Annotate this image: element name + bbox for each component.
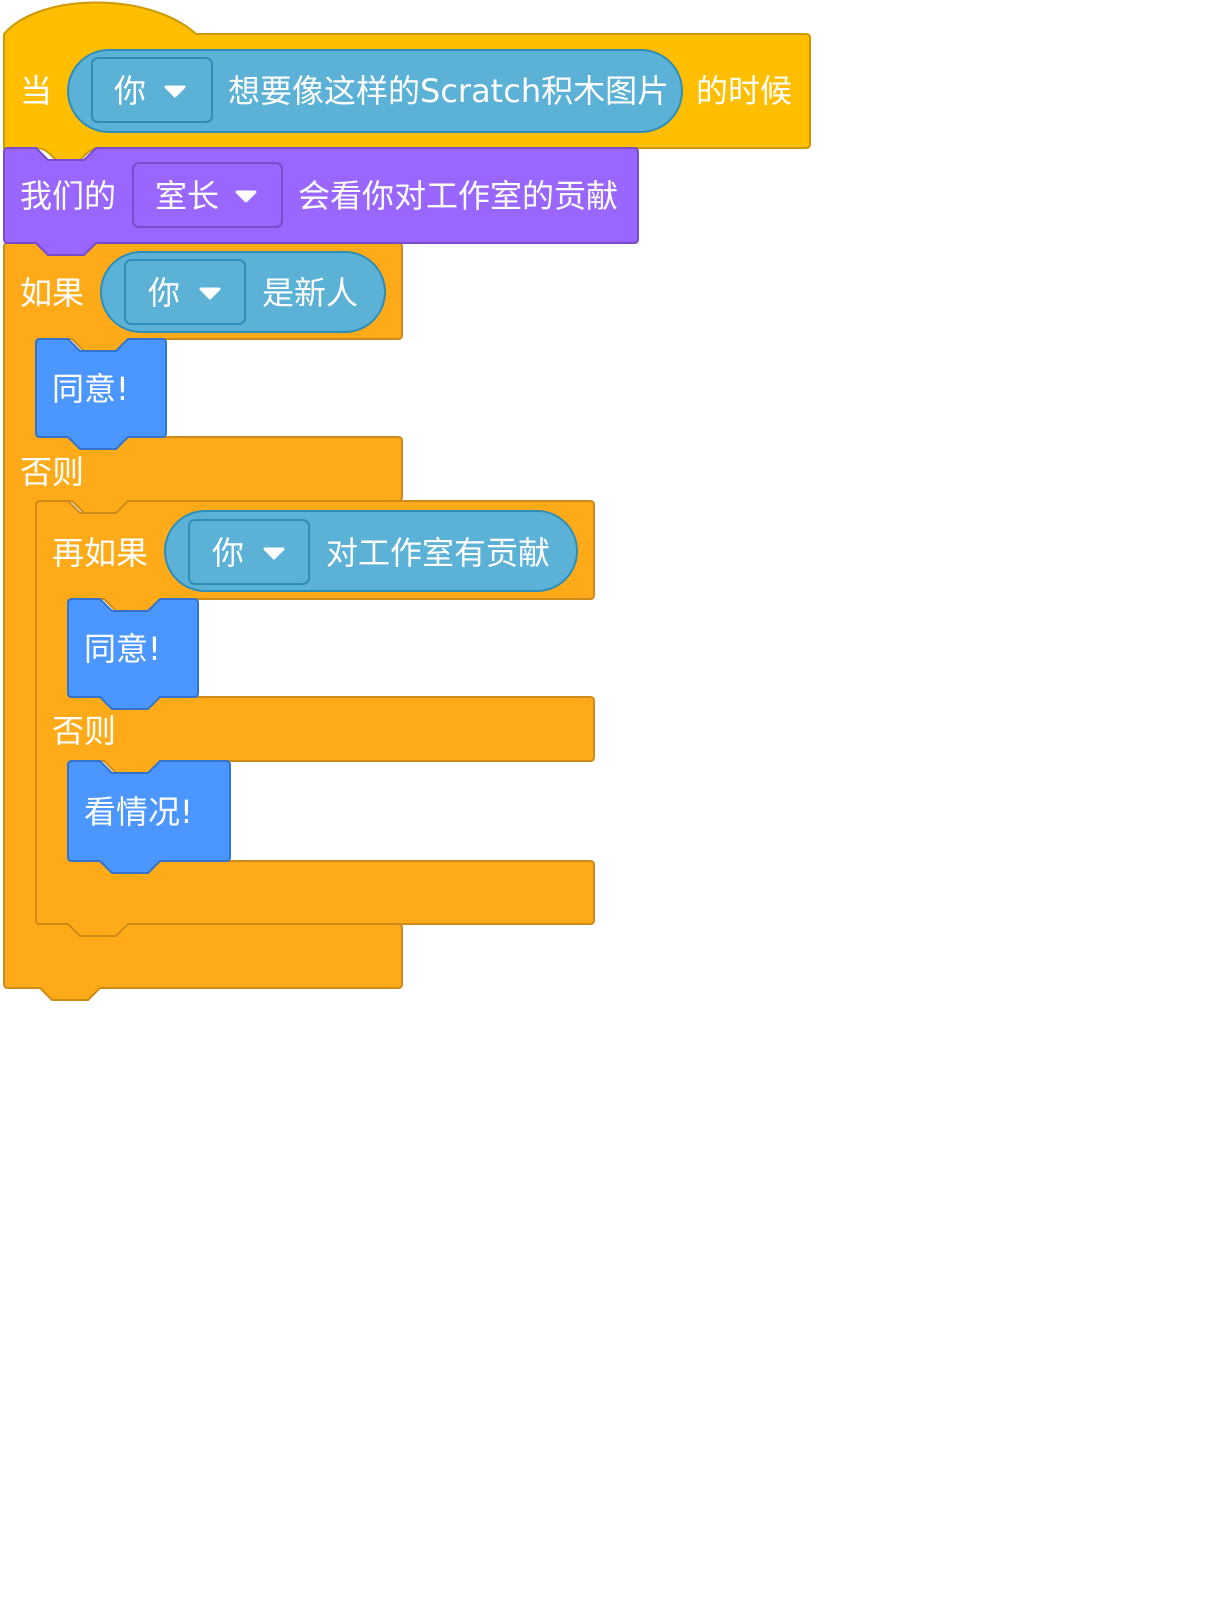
inner-condition-dropdown-value: 你 [212,534,244,572]
outer-then-label: 同意! [52,370,129,408]
outer-then-shape [35,338,167,450]
looks-dropdown-value: 室长 [155,177,219,215]
inner-then-label: 同意! [84,630,161,668]
hat-prefix: 当 [20,72,52,110]
inner-else-label-text: 看情况! [84,793,193,831]
hat-reporter[interactable]: 你 想要像这样的Scratch积木图片 [67,49,683,133]
inner-condition-dropdown-shape [188,519,310,585]
inner-condition-dropdown[interactable]: 你 [188,519,310,585]
hat-dropdown[interactable]: 你 [91,57,213,123]
inner-if-else-block[interactable]: 再如果 你 对工作室有贡献 否则 [35,500,595,937]
hat-block[interactable]: 当 你 想要像这样的Scratch积木图片 的时候 [3,1,811,163]
looks-prefix: 我们的 [20,177,116,215]
outer-then-block[interactable]: 同意! [35,338,167,450]
hat-reporter-shape [67,49,683,133]
inner-then-block[interactable]: 同意! [67,598,199,710]
inner-else-label: 否则 [52,712,116,750]
looks-suffix: 会看你对工作室的贡献 [298,177,618,215]
inner-condition-text: 对工作室有贡献 [326,534,550,572]
outer-if-condition[interactable]: 你 是新人 [100,251,386,333]
inner-then-shape [67,598,199,710]
outer-condition-dropdown-value: 你 [148,274,180,312]
inner-if-label: 再如果 [52,534,148,572]
outer-condition-dropdown-shape [124,259,246,325]
inner-if-else-shape [35,500,595,937]
looks-block[interactable]: 我们的 室长 会看你对工作室的贡献 [3,147,639,256]
chevron-down-icon [235,190,257,203]
chevron-down-icon [263,547,285,560]
outer-condition-text: 是新人 [262,274,358,312]
inner-if-condition[interactable]: 你 对工作室有贡献 [164,510,578,592]
outer-else-label: 否则 [20,453,84,491]
looks-dropdown-shape [132,162,283,228]
hat-reporter-text: 想要像这样的Scratch积木图片 [228,72,669,110]
looks-dropdown[interactable]: 室长 [132,162,283,228]
chevron-down-icon [199,287,221,300]
inner-else-shape [67,760,231,874]
hat-suffix: 的时候 [696,72,792,110]
chevron-down-icon [164,85,186,98]
outer-if-label: 如果 [20,274,84,312]
hat-dropdown-value: 你 [114,72,146,110]
inner-else-block[interactable]: 看情况! [67,760,231,874]
hat-dropdown-shape [91,57,213,123]
outer-condition-dropdown[interactable]: 你 [124,259,246,325]
